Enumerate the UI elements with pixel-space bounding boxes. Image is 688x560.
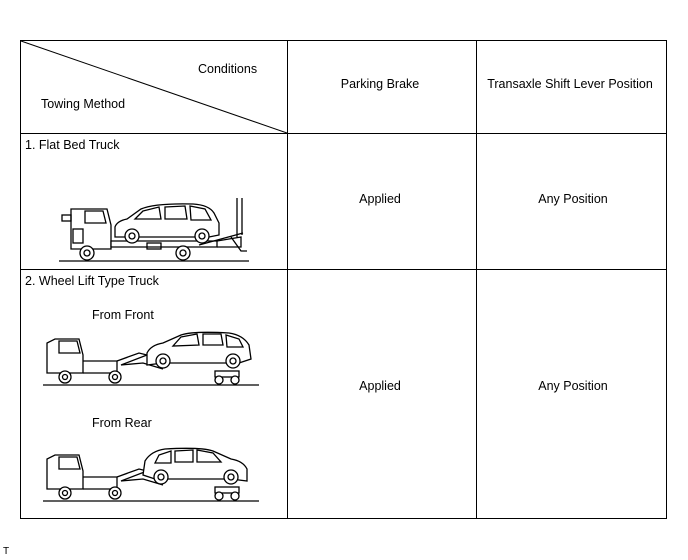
header-parking-brake: Parking Brake [340,77,420,91]
column-divider-1 [287,41,288,518]
wheel-lift-front-illustration [43,331,259,386]
flat-bed-truck-illustration [59,198,249,262]
row1-shift-lever: Any Position [538,192,608,206]
footer-mark: T [3,546,10,557]
column-divider-2 [476,41,477,518]
towing-table: Conditions Towing Method Parking Brake T… [20,40,667,519]
row-divider-1 [21,133,666,134]
header-conditions: Conditions [198,62,258,76]
header-towing-method: Towing Method [41,97,126,111]
row2-from-rear-label: From Rear [92,416,152,430]
header-diagonal [20,40,288,134]
header-shift-lever: Transaxle Shift Lever Position [487,77,653,91]
row2-shift-lever: Any Position [538,379,608,393]
row1-method-label: 1. Flat Bed Truck [25,138,120,152]
row2-parking-brake: Applied [359,379,401,393]
wheel-lift-rear-illustration [43,447,259,502]
row2-method-label: 2. Wheel Lift Type Truck [25,274,159,288]
row2-from-front-label: From Front [92,308,154,322]
row-divider-2 [21,269,666,270]
row1-parking-brake: Applied [359,192,401,206]
